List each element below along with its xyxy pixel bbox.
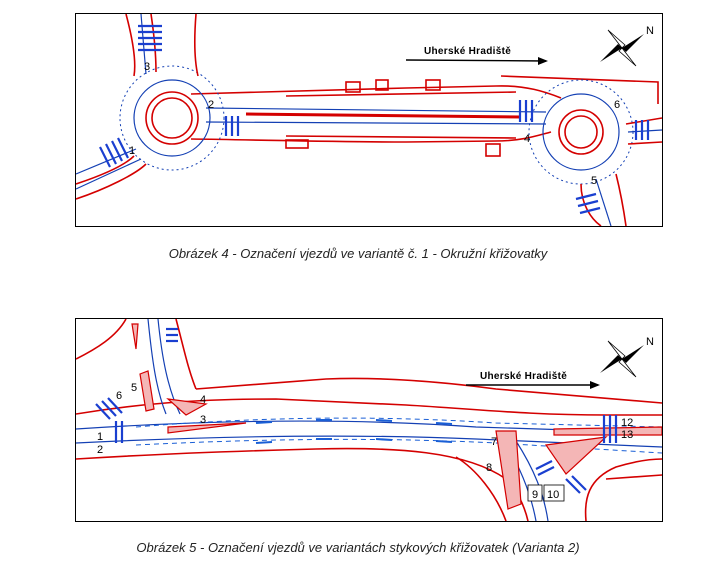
road-edge-south	[190, 131, 552, 143]
entry-label-12: 12	[621, 417, 633, 429]
figure-5-t-junction-diagram: 1 2 3 4 5 6 7 8 9 10 12 13 Uherské Hradi…	[75, 318, 663, 522]
figure-4-roundabout-diagram: 3 1 2 4 5 6 Uherské Hradiště N	[75, 13, 663, 227]
road-edge-north	[76, 398, 662, 416]
entry-label-2: 2	[97, 444, 103, 456]
entry-label-7: 7	[491, 436, 497, 448]
entry-label-13: 13	[621, 429, 633, 441]
roundabout-drawing: 3 1 2 4 5 6 Uherské Hradiště N	[76, 14, 662, 226]
zebra-crossings	[95, 327, 618, 494]
hatched-islands	[131, 323, 662, 510]
entry-label-6: 6	[614, 99, 620, 111]
road-edge-north	[190, 85, 562, 99]
roundabout-right	[528, 79, 662, 226]
direction-arrow	[405, 59, 547, 62]
direction-label: Uherské Hradiště	[480, 371, 567, 382]
north-arrow-icon: N	[600, 336, 654, 378]
figure-5-caption: Obrázek 5 - Označení vjezdů ve variantác…	[136, 540, 580, 555]
entry-label-5: 5	[591, 175, 597, 187]
entry-label-8: 8	[486, 462, 492, 474]
zebra-crossings	[99, 24, 650, 215]
entry-label-9: 9	[532, 489, 538, 501]
entry-label-4: 4	[524, 133, 530, 145]
entry-labels: 1 2 3 4 5 6 7 8 9 10 12 13	[97, 382, 633, 502]
direction-label: Uherské Hradiště	[424, 46, 511, 57]
entry-label-10: 10	[547, 489, 559, 501]
entry-label-5: 5	[131, 382, 137, 394]
roundabout-left	[76, 14, 225, 200]
median-line	[245, 112, 522, 119]
entry-label-3: 3	[200, 414, 206, 426]
entry-label-1: 1	[97, 431, 103, 443]
entry-label-2: 2	[208, 99, 214, 111]
entry-label-1: 1	[129, 145, 135, 157]
entry-label-6: 6	[116, 390, 122, 402]
north-label: N	[646, 25, 654, 37]
north-label: N	[646, 336, 654, 348]
entry-label-3: 3	[144, 61, 150, 73]
figure-4-caption: Obrázek 4 - Označení vjezdů ve variantě …	[168, 246, 548, 261]
t-junction-drawing: 1 2 3 4 5 6 7 8 9 10 12 13 Uherské Hradi…	[76, 319, 662, 521]
north-arrow-icon: N	[600, 25, 654, 67]
entry-label-4: 4	[200, 394, 206, 406]
